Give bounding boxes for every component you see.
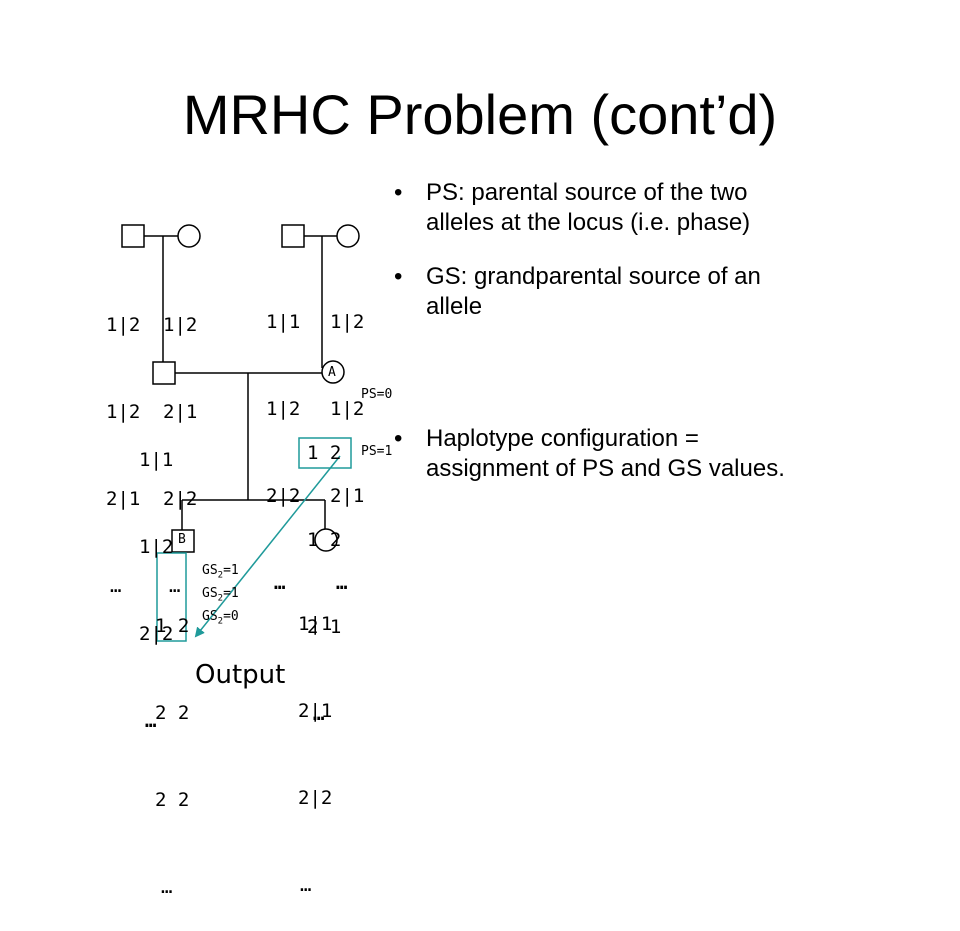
genotype: 1|2 [330, 398, 365, 420]
grandfather-right-square [281, 224, 305, 248]
gs-prefix: GS [202, 563, 218, 578]
grandmother-right-genotypes: 1|2 1|2 2|1 … [330, 250, 364, 627]
bullet-ps-line-2: alleles at the locus (i.e. phase) [426, 209, 751, 236]
gs-annotation-2: GS2=0 [202, 609, 239, 627]
daughter-circle [314, 528, 338, 552]
ps-annotation-1: PS=1 [361, 444, 393, 459]
genotype: 2 2 [155, 789, 190, 811]
gs-value: =1 [223, 586, 239, 601]
genotype: 1|2 [139, 536, 174, 558]
mother-circle-a [321, 360, 345, 384]
gs-value: =1 [223, 563, 239, 578]
ps-annotation-0: PS=0 [361, 387, 393, 402]
daughter-genotypes: 1|1 2|1 2|2 … [298, 552, 332, 929]
genotype: 2 2 [155, 702, 190, 724]
son-b-genotypes: 1 2 2 2 2 2 … [155, 554, 189, 931]
genotype: 2|1 [106, 488, 141, 510]
genotype: 1|1 [139, 449, 174, 471]
gs-value: =0 [223, 609, 239, 624]
bullet-marker: • [394, 179, 403, 206]
grandmother-right-circle [336, 224, 360, 248]
grandmother-left-circle [177, 224, 201, 248]
genotype: 1|2 [106, 314, 141, 336]
genotype: 1 2 [155, 615, 190, 637]
grandmother-left-genotypes: 1|2 2|1 2|2 … [163, 253, 197, 630]
bullet-ps-line-1: PS: parental source of the two [426, 179, 748, 206]
ellipsis: … [300, 874, 312, 896]
genotype: 2|1 [330, 485, 365, 507]
son-square-b [171, 529, 195, 553]
genotype: 2|2 [139, 623, 174, 645]
label-b: B [178, 532, 186, 547]
bullet-haplotype-line-1: Haplotype configuration = [426, 425, 699, 452]
ellipsis: … [336, 572, 348, 594]
genotype: 2|2 [298, 787, 333, 809]
gs-annotation-0: GS2=1 [202, 563, 239, 581]
genotype: 2|1 [298, 700, 333, 722]
genotype: 1|1 [298, 613, 333, 635]
highlight-box-child-b [156, 552, 187, 642]
grandfather-left-square [121, 224, 145, 248]
genotype: 1 2 [307, 442, 342, 464]
genotype: 1|2 [266, 398, 301, 420]
gs-subscript: 2 [217, 593, 224, 604]
gs-prefix: GS [202, 586, 218, 601]
genotype: 1|1 [266, 311, 301, 333]
ellipsis: … [313, 703, 325, 725]
label-a: A [328, 365, 336, 380]
output-label: Output [195, 660, 286, 690]
bullet-marker: • [394, 263, 403, 290]
gs-prefix: GS [202, 609, 218, 624]
ellipsis: … [110, 575, 122, 597]
genotype: 2|2 [163, 488, 198, 510]
gs-annotation-1: GS2=1 [202, 586, 239, 604]
gs-subscript: 2 [217, 570, 224, 581]
grandfather-left-genotypes: 1|2 1|2 2|1 … [106, 253, 140, 630]
grandfather-right-genotypes: 1|1 1|2 2|2 … [266, 250, 300, 627]
gs-subscript: 2 [217, 616, 224, 627]
ellipsis: … [161, 876, 173, 898]
highlight-box-parent-a [298, 437, 352, 469]
ellipsis: … [274, 572, 286, 594]
genotype: 1|2 [106, 401, 141, 423]
genotype: 2|2 [266, 485, 301, 507]
bullet-marker: • [394, 425, 403, 452]
genotype: 1|2 [330, 311, 365, 333]
transmission-arrow [194, 455, 341, 638]
genotype: 1|2 [163, 314, 198, 336]
bullet-gs-line-1: GS: grandparental source of an [426, 263, 761, 290]
genotype: 2|1 [163, 401, 198, 423]
genotype: 1 2 [307, 529, 342, 551]
genotype: 2 1 [307, 616, 342, 638]
bullet-haplotype-line-2: assignment of PS and GS values. [426, 455, 785, 482]
mother-a-genotypes: 1 2 1 2 2 1 … [307, 381, 341, 758]
pedigree-diagram [121, 224, 360, 642]
slide-title: MRHC Problem (cont’d) [182, 83, 778, 146]
ellipsis: … [169, 575, 181, 597]
bullet-gs-line-2: allele [426, 293, 483, 320]
